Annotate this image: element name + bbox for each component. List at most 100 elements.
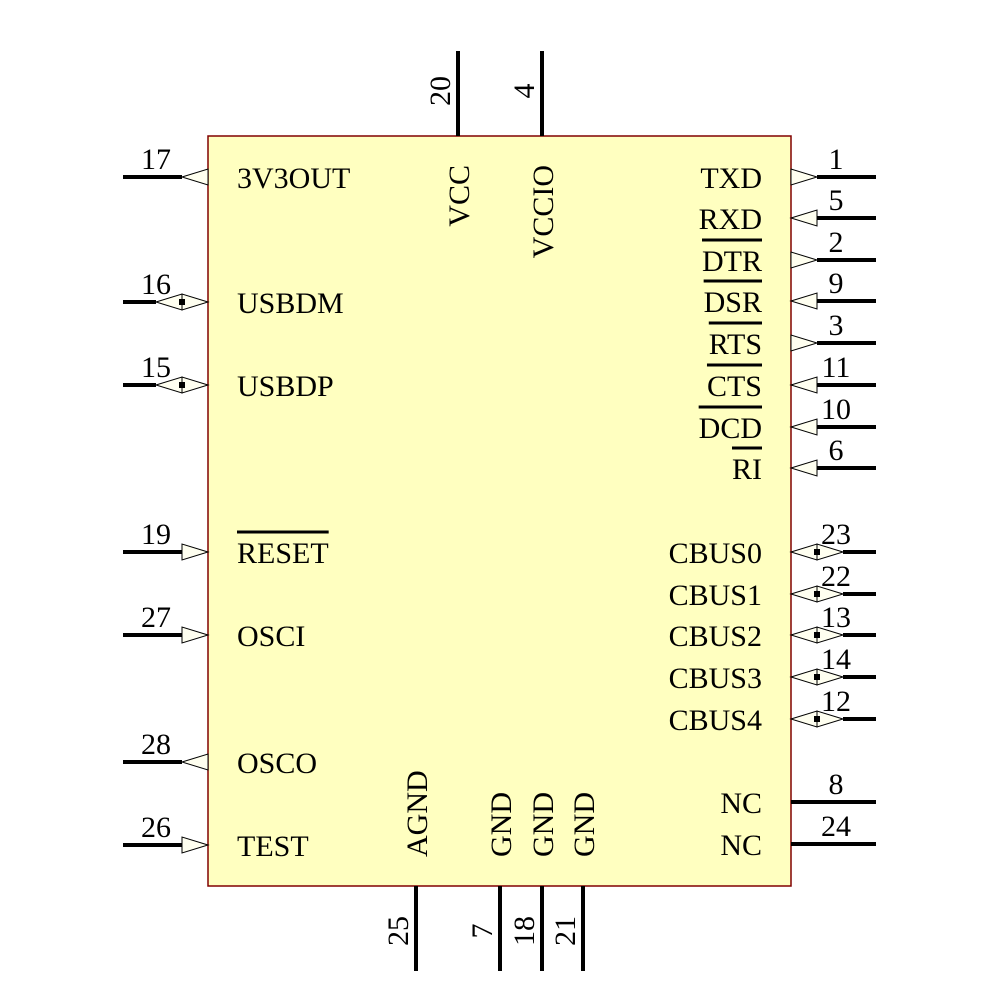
pin-label: RTS	[709, 328, 762, 361]
pin-label: DTR	[702, 245, 762, 278]
pin-number: 6	[829, 434, 844, 467]
pin-number: 8	[829, 768, 844, 801]
pin-label: CTS	[707, 370, 762, 403]
pin-arrow-icon	[789, 626, 818, 644]
pin-label: DCD	[699, 412, 762, 445]
pin-arrow-icon	[181, 626, 210, 644]
ic-body	[207, 135, 792, 887]
pin-arrow-icon	[789, 585, 818, 603]
pin-label: CBUS0	[669, 537, 762, 570]
pin-number: 18	[508, 916, 541, 946]
pin-arrow-icon	[180, 168, 209, 186]
pin-arrow-icon	[789, 668, 818, 686]
pin-25[interactable]: 25 AGND	[382, 770, 434, 971]
pin-label: RI	[732, 453, 762, 486]
pin-label: RESET	[237, 537, 329, 570]
pin-label: CBUS3	[669, 662, 762, 695]
pin-number: 9	[829, 267, 844, 300]
pin-21[interactable]: 21 GND	[549, 792, 601, 971]
pin-arrow-icon	[181, 543, 210, 561]
pin-arrow-icon	[181, 293, 210, 311]
pin-number: 20	[424, 76, 457, 106]
pin-number: 5	[829, 184, 844, 217]
pin-number: 26	[141, 811, 171, 844]
pin-label: RXD	[699, 203, 762, 236]
pin-label: VCCIO	[527, 165, 560, 258]
pin-arrow-icon	[181, 836, 210, 854]
pin-label: VCC	[443, 165, 476, 227]
pin-number: 1	[829, 143, 844, 176]
pin-arrow-icon	[789, 459, 818, 477]
pin-label: OSCO	[237, 747, 317, 780]
pin-number: 7	[466, 924, 499, 939]
pin-6[interactable]: 6RI	[732, 434, 876, 486]
pin-label: DSR	[704, 286, 762, 319]
pin-arrow-icon	[180, 753, 209, 771]
pin-arrow-icon	[789, 710, 818, 728]
pin-number: 15	[141, 351, 171, 384]
pin-number: 25	[382, 916, 415, 946]
pin-number: 3	[829, 309, 844, 342]
pin-arrow-icon	[790, 168, 819, 186]
pin-label: GND	[527, 792, 560, 857]
pin-arrow-icon	[789, 209, 818, 227]
pin-number: 4	[508, 84, 541, 99]
pin-number: 24	[821, 810, 851, 843]
pin-18[interactable]: 18 GND	[508, 792, 560, 971]
pin-arrow-icon	[789, 543, 818, 561]
pin-number: 17	[141, 143, 171, 176]
pin-label: GND	[485, 792, 518, 857]
pin-label: NC	[720, 787, 762, 820]
pin-number: 23	[821, 518, 851, 551]
pin-number: 27	[141, 601, 171, 634]
pin-label: GND	[568, 792, 601, 857]
pin-7[interactable]: 7 GND	[466, 792, 518, 971]
pin-label: USBDM	[237, 287, 344, 320]
pins-layer: 173V3OUT16USBDM15USBDP19RESET27OSCI28OSC…	[123, 51, 876, 971]
pin-number: 21	[549, 916, 582, 946]
pin-arrow-icon	[790, 251, 819, 269]
pin-number: 10	[821, 393, 851, 426]
pin-number: 28	[141, 728, 171, 761]
pin-arrow-icon	[790, 334, 819, 352]
pin-label: CBUS4	[669, 704, 762, 737]
pin-number: 13	[821, 601, 851, 634]
pin-number: 2	[829, 226, 844, 259]
pin-label: AGND	[401, 770, 434, 857]
pin-8[interactable]: 8NC	[720, 768, 876, 820]
pin-number: 11	[822, 351, 851, 384]
pin-label: TEST	[237, 830, 309, 863]
pin-arrow-icon	[181, 376, 210, 394]
pin-number: 16	[141, 268, 171, 301]
pin-label: NC	[720, 829, 762, 862]
pin-arrow-icon	[789, 292, 818, 310]
pin-number: 22	[821, 560, 851, 593]
pin-number: 12	[821, 685, 851, 718]
pin-arrow-icon	[789, 418, 818, 436]
pin-label: USBDP	[237, 370, 334, 403]
pin-label: TXD	[700, 162, 762, 195]
